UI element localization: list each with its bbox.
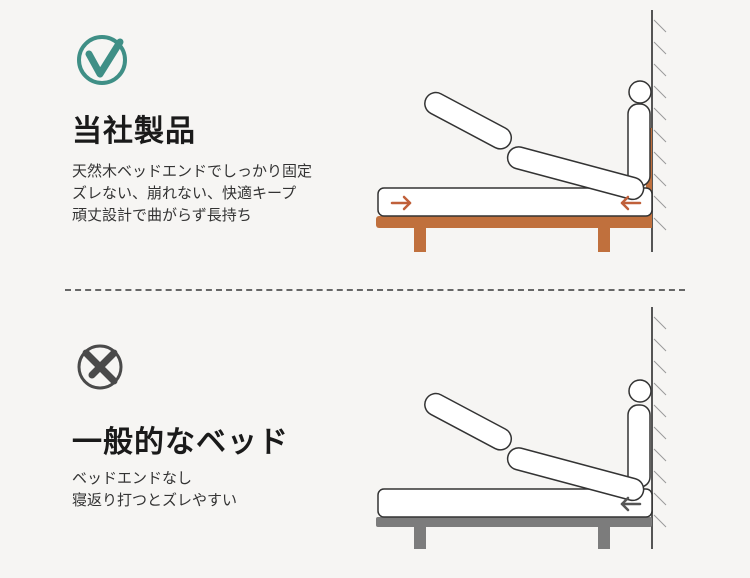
our-product-description: 天然木ベッドエンドでしっかり固定 ズレない、崩れない、快適キープ 頑丈設計で曲が… xyxy=(72,160,312,226)
mattress xyxy=(377,187,653,217)
right-arrow-icon xyxy=(390,195,412,211)
ordinary-bed-panel: 一般的なベッド ベッドエンドなし 寝返り打つとズレやすい xyxy=(0,295,750,578)
ordinary-bed-description: ベッドエンドなし 寝返り打つとズレやすい xyxy=(72,467,237,511)
our-product-heading: 当社製品 xyxy=(72,114,196,149)
check-circle-icon xyxy=(77,35,127,85)
bed-without-headboard-illustration xyxy=(376,307,667,549)
section-divider xyxy=(65,289,685,291)
description-line: 天然木ベッドエンドでしっかり固定 xyxy=(72,162,313,180)
person-figure xyxy=(424,80,652,201)
bed-frame xyxy=(376,517,652,527)
bed-leg xyxy=(598,527,610,549)
person-figure xyxy=(424,379,652,502)
bed-with-headboard-illustration xyxy=(376,10,667,252)
ordinary-bed-heading: 一般的なベッド xyxy=(72,425,289,460)
description-line: 頑丈設計で曲がらず長持ち xyxy=(72,206,252,224)
bed-frame xyxy=(376,216,652,228)
wall-hatching xyxy=(653,316,667,528)
description-line: ズレない、崩れない、快適キープ xyxy=(72,184,297,202)
bed-leg xyxy=(598,228,610,252)
bed-leg xyxy=(414,527,426,549)
cross-circle-icon xyxy=(77,344,123,390)
description-line: ベッドエンドなし xyxy=(72,469,193,487)
left-arrow-icon xyxy=(620,195,642,211)
our-product-panel: 当社製品 天然木ベッドエンドでしっかり固定 ズレない、崩れない、快適キープ 頑丈… xyxy=(0,0,750,285)
bed-leg xyxy=(414,228,426,252)
left-arrow-icon xyxy=(620,496,642,512)
mattress xyxy=(377,488,653,518)
wall-hatching xyxy=(653,19,667,231)
description-line: 寝返り打つとズレやすい xyxy=(72,491,238,509)
